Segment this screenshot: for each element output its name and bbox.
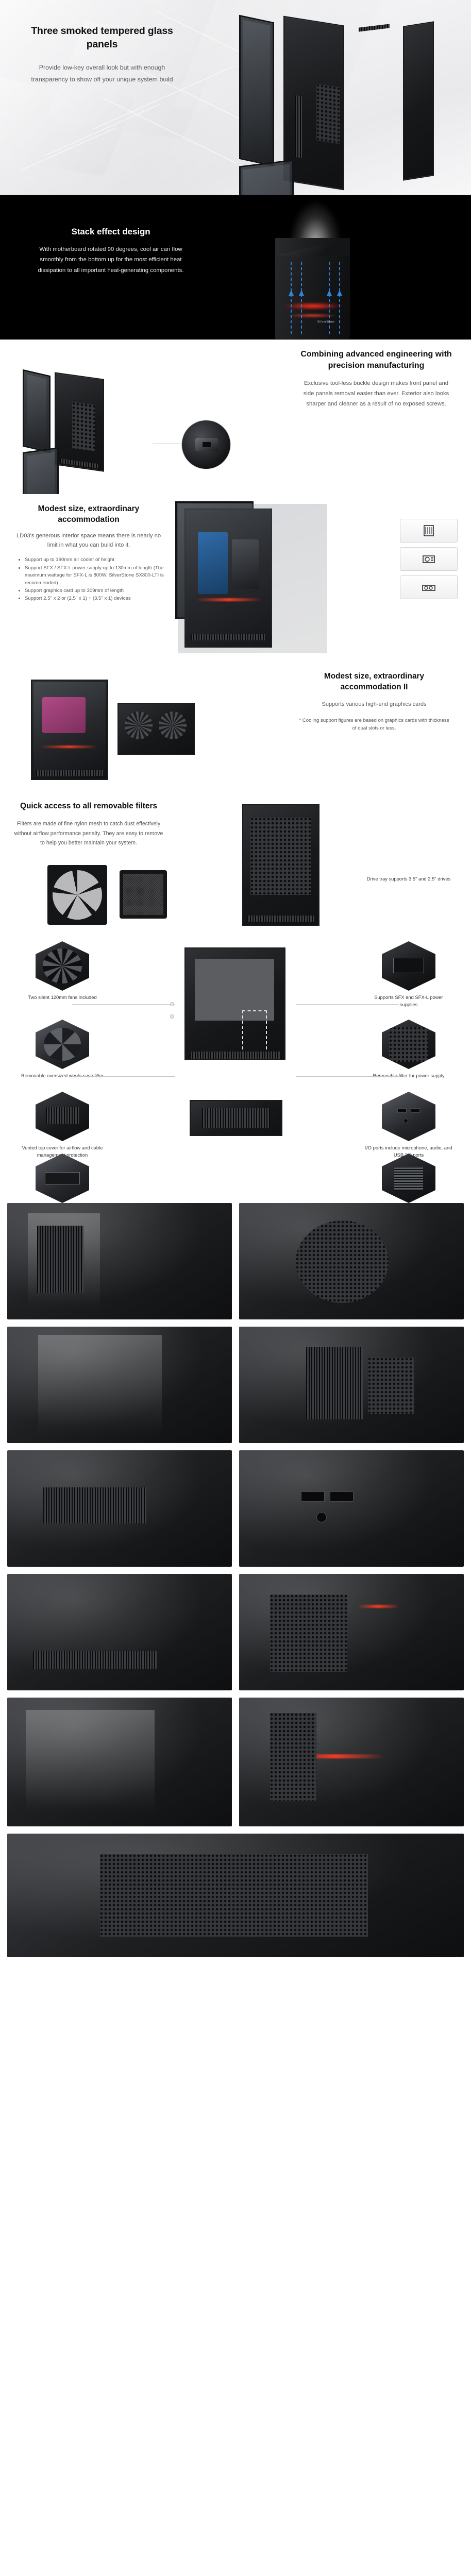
filters-title: Quick access to all removable filters bbox=[20, 802, 158, 810]
spec-icon-cards bbox=[400, 519, 462, 604]
hero-subtitle: Provide low-key overall look but with en… bbox=[31, 64, 173, 83]
gpu-length-icon bbox=[422, 585, 435, 591]
photo-top-mesh bbox=[239, 1203, 464, 1319]
gallery-grid bbox=[7, 1203, 464, 1957]
spec-card-gpu bbox=[400, 575, 458, 599]
stack-subtitle: With motherboard rotated 90 degrees, coo… bbox=[38, 246, 184, 274]
callout-psu-filter: Removable filter for power supply bbox=[365, 1020, 452, 1079]
filter-part-images bbox=[47, 865, 202, 927]
callout-label: Two silent 120mm fans included bbox=[28, 994, 97, 1000]
callout-label: Drive tray supports 3.5" and 2.5" drives bbox=[366, 876, 451, 882]
hero-title: Three smoked tempered glass panels bbox=[31, 25, 173, 50]
section-feature-diagram: Two silent 120mm fans included Removable… bbox=[0, 876, 471, 1239]
product-feature-page: Three smoked tempered glass panels Provi… bbox=[0, 0, 471, 1973]
accommodation2-case-image bbox=[31, 680, 108, 780]
accommodation-title: Modest size, extraordinary accommodation bbox=[38, 504, 140, 524]
airflow-arrow-icon bbox=[337, 290, 342, 296]
engineering-copy-block: Combining advanced engineering with prec… bbox=[300, 349, 452, 409]
top-cover-icon bbox=[36, 1092, 89, 1141]
tool-less-buckle-icon bbox=[181, 420, 231, 469]
photo-rear-ports bbox=[239, 1574, 464, 1690]
cooler-height-icon bbox=[424, 525, 434, 536]
filters-copy-block: Quick access to all removable filters Fi… bbox=[13, 801, 164, 848]
silverstone-logo: SilverStone bbox=[317, 320, 335, 324]
section-accommodation: Modest size, extraordinary accommodation… bbox=[0, 494, 471, 664]
filters-subtitle: Filters are made of fine nylon mesh to c… bbox=[14, 820, 163, 846]
callout-vented-top-cover: Vented top cover for airflow and cable m… bbox=[19, 1092, 106, 1158]
photo-top-cover bbox=[7, 1450, 232, 1567]
hero-case-image bbox=[239, 14, 471, 195]
callout-label: Supports SFX and SFX-L power supplies bbox=[374, 994, 443, 1007]
hero-copy-block: Three smoked tempered glass panels Provi… bbox=[25, 25, 179, 86]
section-tempered-glass: Three smoked tempered glass panels Provi… bbox=[0, 0, 471, 195]
accommodation2-subtitle: Supports various high-end graphics cards bbox=[322, 701, 427, 707]
callout-label: Removable oversized whole case filter bbox=[21, 1073, 104, 1078]
spec-card-cooler bbox=[400, 519, 458, 543]
callout-label: Removable filter for power supply bbox=[373, 1073, 445, 1078]
psu-icon bbox=[382, 941, 435, 991]
filters-case-image bbox=[222, 804, 345, 933]
callout-sfx-support: Supports SFX and SFX-L power supplies bbox=[365, 941, 452, 1008]
accommodation2-note: * Cooling support figures are based on g… bbox=[299, 718, 449, 732]
photo-interior-bracket bbox=[239, 1327, 464, 1443]
photo-interior-red bbox=[239, 1698, 464, 1826]
spec-card-psu bbox=[400, 547, 458, 571]
section-photo-gallery bbox=[0, 1195, 471, 1973]
section-filters: Quick access to all removable filters Fi… bbox=[0, 793, 471, 937]
mesh-filter-icon bbox=[382, 1020, 435, 1069]
section-engineering: Combining advanced engineering with prec… bbox=[0, 340, 471, 548]
accommodation2-copy-block: Modest size, extraordinary accommodation… bbox=[297, 671, 451, 733]
accommodation-bullet-list: Support up to 190mm air cooler of height… bbox=[25, 556, 166, 602]
accommodation-case-image bbox=[175, 501, 330, 656]
engineering-title: Combining advanced engineering with prec… bbox=[300, 350, 452, 370]
psu-filter-icon bbox=[120, 870, 167, 919]
whole-case-filter-icon bbox=[47, 865, 107, 925]
fan-icon bbox=[36, 941, 89, 991]
accommodation-copy-block: Modest size, extraordinary accommodation… bbox=[11, 503, 166, 603]
callout-whole-case-filter: Removable oversized whole case filter bbox=[19, 1020, 106, 1079]
photo-front-angle bbox=[7, 1203, 232, 1319]
engineering-case-image bbox=[23, 369, 146, 548]
case-tower bbox=[275, 238, 350, 339]
section-accommodation-two: Modest size, extraordinary accommodation… bbox=[0, 664, 471, 793]
list-item: Support SFX / SFX-L power supply up to 1… bbox=[25, 565, 166, 587]
stack-effect-illustration: SilverStone bbox=[244, 201, 394, 340]
photo-glass-edge bbox=[7, 1698, 232, 1826]
io-ports-icon bbox=[382, 1092, 435, 1141]
section-stack-effect: Stack effect design With motherboard rot… bbox=[0, 195, 471, 340]
callout-drive-tray: Drive tray supports 3.5" and 2.5" drives bbox=[365, 875, 452, 883]
stack-copy-block: Stack effect design With motherboard rot… bbox=[31, 227, 191, 276]
photo-side-panel bbox=[7, 1327, 232, 1443]
stack-title: Stack effect design bbox=[71, 227, 150, 236]
list-item: Support up to 190mm air cooler of height bbox=[25, 556, 166, 564]
accommodation-subtitle: LD03's generous interior space means the… bbox=[16, 533, 161, 549]
red-glow bbox=[284, 302, 341, 310]
buckle-detail-callout bbox=[153, 417, 258, 473]
airflow-arrow-icon bbox=[327, 290, 332, 296]
photo-bottom-vent bbox=[7, 1834, 464, 1957]
list-item: Support graphics card up to 309mm of len… bbox=[25, 587, 166, 595]
cpu-cooler-icon bbox=[382, 1154, 435, 1203]
psu-icon bbox=[423, 555, 435, 563]
photo-io-panel bbox=[239, 1450, 464, 1567]
airflow-arrow-icon bbox=[299, 290, 304, 296]
red-glow-secondary bbox=[289, 313, 336, 318]
graphics-card-image bbox=[117, 694, 195, 766]
accommodation2-title: Modest size, extraordinary accommodation… bbox=[324, 672, 425, 691]
airflow-arrow-icon bbox=[289, 290, 294, 296]
list-item: Support 2.5" x 2 or (2.5" x 1) + (3.5" x… bbox=[25, 595, 166, 602]
gpu-icon bbox=[36, 1154, 89, 1203]
photo-bottom-feet bbox=[7, 1574, 232, 1690]
callout-io-ports: I/O ports include microphone, audio, and… bbox=[365, 1092, 452, 1158]
engineering-subtitle: Exclusive tool-less buckle design makes … bbox=[303, 380, 449, 408]
filter-icon bbox=[36, 1020, 89, 1069]
callout-two-silent-fans: Two silent 120mm fans included bbox=[19, 941, 106, 1001]
diagram-case-center bbox=[170, 945, 299, 1188]
heat-smoke-icon bbox=[290, 201, 341, 245]
